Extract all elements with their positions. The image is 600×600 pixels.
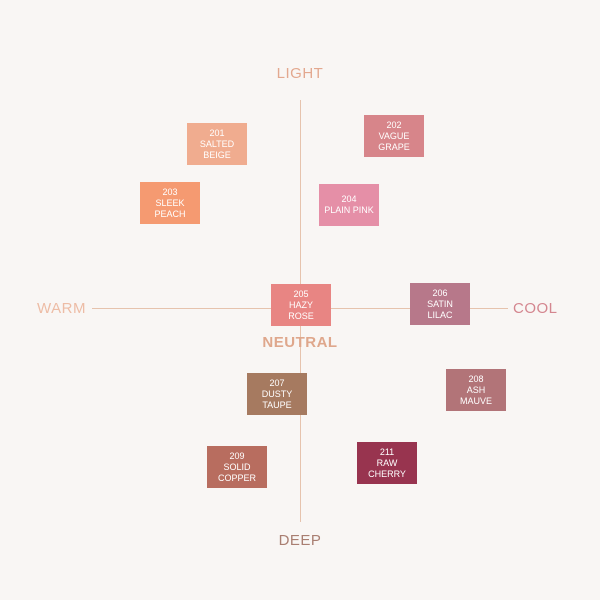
swatch-name-line2: MAUVE (459, 395, 492, 406)
swatch-code: 211 (379, 446, 395, 457)
swatch-code: 209 (229, 450, 245, 461)
swatch-206: 206 SATIN LILAC (410, 283, 470, 325)
swatch-203: 203 SLEEK PEACH (140, 182, 200, 224)
swatch-209: 209 SOLID COPPER (207, 446, 267, 488)
swatch-name-line1: ASH (466, 384, 486, 395)
swatch-name-line1: SLEEK (155, 197, 185, 208)
swatch-205: 205 HAZY ROSE (271, 284, 331, 326)
swatch-name-line2: CHERRY (368, 468, 406, 479)
swatch-202: 202 VAGUE GRAPE (364, 115, 424, 157)
swatch-207: 207 DUSTY TAUPE (247, 373, 307, 415)
swatch-name-line2: ROSE (288, 310, 314, 321)
swatch-211: 211 RAW CHERRY (357, 442, 417, 484)
axis-label-deep: DEEP (278, 532, 322, 549)
swatch-code: 203 (162, 186, 178, 197)
swatch-name-line1: SALTED (199, 138, 235, 149)
swatch-name-line2: GRAPE (378, 141, 410, 152)
axis-label-neutral: NEUTRAL (262, 334, 338, 351)
swatch-name-line1: SOLID (223, 461, 251, 472)
axis-label-light: LIGHT (276, 65, 324, 82)
swatch-code: 208 (468, 373, 484, 384)
swatch-name-line2: TAUPE (262, 399, 292, 410)
swatch-code: 207 (269, 377, 285, 388)
swatch-code: 202 (386, 119, 402, 130)
swatch-name-line1: SATIN (427, 298, 453, 309)
swatch-code: 201 (209, 127, 225, 138)
swatch-name-line1: VAGUE (378, 130, 410, 141)
swatch-name-line2: COPPER (217, 472, 256, 483)
swatch-name-line1: PLAIN PINK (324, 205, 374, 215)
swatch-name-line2: LILAC (427, 309, 453, 320)
swatch-name-line1: DUSTY (261, 388, 293, 399)
swatch-code: 206 (432, 287, 448, 298)
axis-label-cool: COOL (513, 300, 558, 317)
swatch-code: 205 (293, 288, 309, 299)
axis-label-warm: WARM (37, 300, 86, 317)
swatch-204: 204 PLAIN PINK (319, 184, 379, 226)
swatch-208: 208 ASH MAUVE (446, 369, 506, 411)
swatch-name-line2: PEACH (154, 208, 186, 219)
swatch-name-line2: BEIGE (203, 149, 231, 160)
swatch-name-line1: HAZY (288, 299, 313, 310)
swatch-name-line1: RAW (376, 457, 398, 468)
swatch-code: 204 (341, 194, 357, 204)
swatch-201: 201 SALTED BEIGE (187, 123, 247, 165)
